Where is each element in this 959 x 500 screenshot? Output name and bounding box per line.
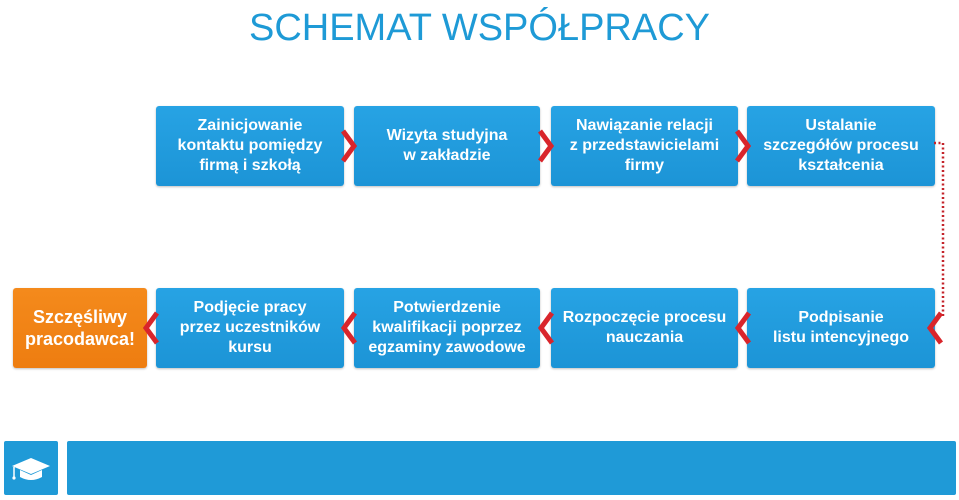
chevron-icon <box>734 129 752 163</box>
chevron-icon <box>537 129 555 163</box>
step-line: kontaktu pomiędzy <box>177 137 323 154</box>
step-sign-letter: Podpisanie listu intencyjnego <box>747 288 935 368</box>
step-line: Podpisanie <box>798 309 884 326</box>
step-employment: Podjęcie pracy przez uczestników kursu <box>156 288 344 368</box>
page-title: SCHEMAT WSPÓŁPRACY <box>248 7 710 49</box>
step-line: kwalifikacji poprzez <box>372 319 522 336</box>
step-line: Rozpoczęcie procesu <box>562 309 727 326</box>
dotted-connector <box>934 141 945 316</box>
step-line: firmy <box>624 157 665 174</box>
footer-icon-tile <box>4 441 58 495</box>
step-line: kształcenia <box>798 157 884 174</box>
step-line: kursu <box>228 339 272 356</box>
step-line: pracodawca! <box>24 329 136 349</box>
chevron-icon <box>537 311 555 345</box>
step-establish-relations: Nawiązanie relacji z przedstawicielami f… <box>551 106 738 186</box>
step-initiate-contact: Zainicjowanie kontaktu pomiędzy firmą i … <box>156 106 344 186</box>
step-line: Potwierdzenie <box>393 299 501 316</box>
chevron-icon <box>340 129 358 163</box>
chevron-icon <box>142 311 160 345</box>
step-line: Podjęcie pracy <box>193 299 307 316</box>
step-line: Ustalanie <box>805 117 877 134</box>
step-line: nauczania <box>605 329 684 346</box>
footer-bar <box>67 441 956 495</box>
step-line: Wizyta studyjna <box>386 127 508 144</box>
chevron-icon <box>734 311 752 345</box>
step-line: firmą i szkołą <box>199 157 301 174</box>
step-start-teaching: Rozpoczęcie procesu nauczania <box>551 288 738 368</box>
step-study-visit: Wizyta studyjna w zakładzie <box>354 106 540 186</box>
graduation-cap-icon <box>12 458 50 480</box>
step-line: Szczęśliwy <box>32 307 128 327</box>
step-line: Zainicjowanie <box>197 117 303 134</box>
step-line: Nawiązanie relacji <box>576 117 713 134</box>
chevron-icon <box>340 311 358 345</box>
step-line: przez uczestników <box>179 319 321 336</box>
step-line: listu intencyjnego <box>772 329 909 346</box>
chevron-icon <box>926 311 944 345</box>
step-happy-employer: Szczęśliwy pracodawca! <box>13 288 147 368</box>
step-line: w zakładzie <box>403 147 491 164</box>
step-line: szczegółów procesu <box>763 137 919 154</box>
step-define-training: Ustalanie szczegółów procesu kształcenia <box>747 106 935 186</box>
step-line: egzaminy zawodowe <box>368 339 526 356</box>
step-confirm-qualifications: Potwierdzenie kwalifikacji poprzez egzam… <box>354 288 540 368</box>
step-line: z przedstawicielami <box>569 137 720 154</box>
